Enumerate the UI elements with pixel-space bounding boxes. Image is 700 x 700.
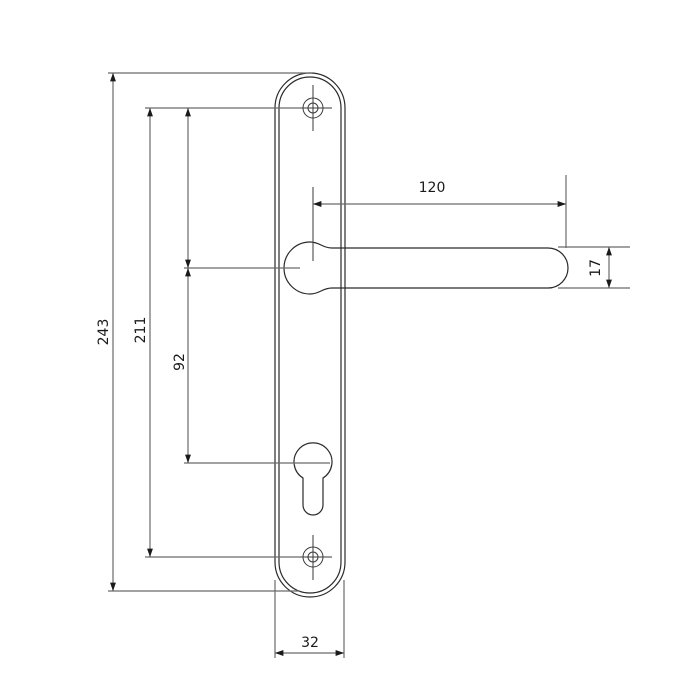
dimension-label-211: 211	[133, 317, 149, 344]
lever-handle	[283, 187, 569, 295]
dimension-lever-to-cylinder: 92	[172, 108, 330, 464]
dimension-overall-height: 243	[96, 72, 312, 592]
dimension-label-243: 243	[96, 319, 112, 346]
dimension-screw-spacing: 211	[133, 107, 300, 558]
dimension-label-120: 120	[419, 180, 446, 196]
dimension-plate-width: 32	[274, 580, 345, 658]
dimension-lever-thickness: 17	[558, 246, 630, 289]
dimension-label-32: 32	[301, 635, 319, 651]
keyhole-icon	[293, 442, 333, 516]
dimension-label-92: 92	[172, 353, 188, 371]
dimension-label-17: 17	[588, 259, 604, 277]
backplate	[274, 72, 346, 598]
dimension-lever-length: 120	[313, 175, 567, 248]
